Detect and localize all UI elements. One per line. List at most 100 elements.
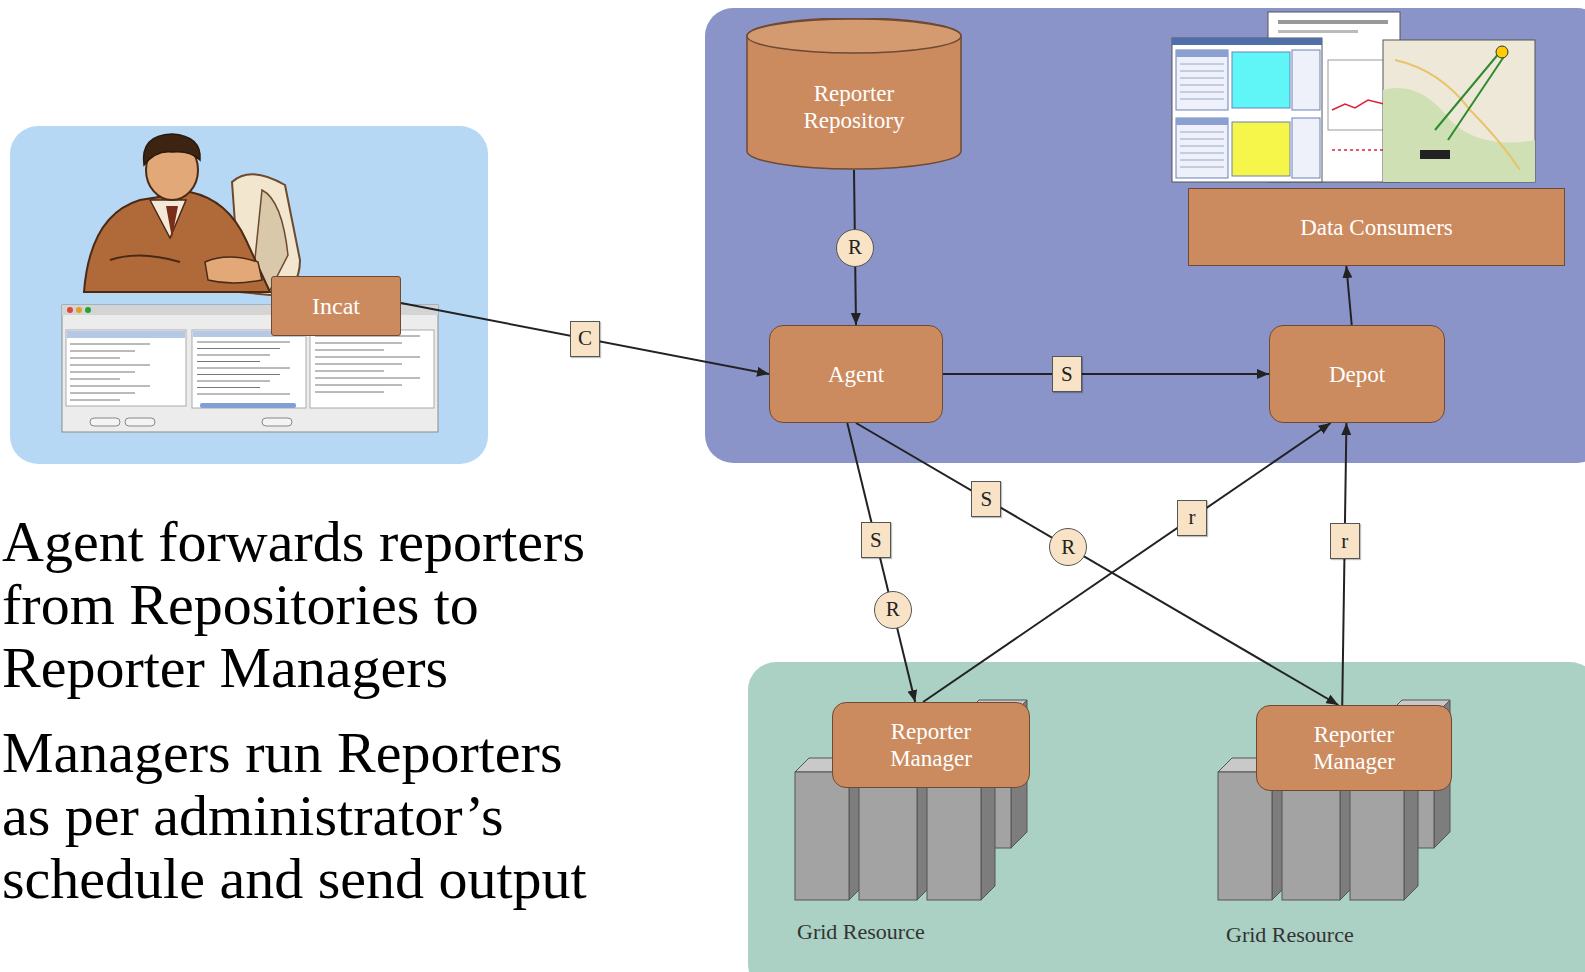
admin-window-screenshot	[197, 387, 260, 388]
report-screenshots	[1176, 50, 1228, 110]
report-screenshots	[1180, 64, 1224, 167]
admin-window-screenshot	[315, 357, 420, 358]
report-screenshots	[1180, 92, 1224, 93]
client-panel	[10, 126, 488, 464]
node-label: Agent	[828, 361, 884, 388]
report-screenshots	[1420, 150, 1450, 159]
admin-window-screenshot	[76, 307, 82, 313]
node-label: Incat	[312, 293, 360, 320]
client-panel	[10, 126, 488, 464]
server-panel	[705, 8, 1585, 463]
admin-window-screenshot	[67, 307, 73, 313]
administrator-figure	[166, 206, 178, 238]
administrator-figure	[84, 192, 270, 292]
report-screenshots	[1383, 40, 1535, 182]
node-label: Reporter Repository	[789, 80, 919, 134]
report-screenshots	[1180, 167, 1224, 168]
admin-window-screenshot	[200, 403, 296, 408]
message-note: r	[1177, 500, 1207, 536]
server-stack	[859, 778, 917, 900]
report-screenshots	[1176, 50, 1228, 57]
admin-window-screenshot	[197, 361, 260, 362]
server-stack	[795, 700, 1450, 900]
report-screenshots	[1278, 30, 1358, 33]
admin-window-screenshot	[315, 378, 420, 379]
connector-arrow	[1346, 266, 1351, 325]
administrator-figure	[205, 257, 262, 283]
message-note: S	[861, 522, 891, 558]
cylinder-body	[747, 18, 961, 169]
admin-window-screenshot	[197, 394, 290, 395]
admin-window-screenshot	[67, 331, 185, 338]
admin-window-screenshot	[315, 350, 384, 351]
admin-window-screenshot	[70, 393, 135, 394]
edge-token: R	[1049, 528, 1087, 566]
report-screenshots	[1292, 50, 1320, 110]
message-note: C	[570, 321, 600, 357]
admin-window-screenshot	[90, 418, 120, 426]
message-note: r	[1330, 523, 1360, 559]
report-screenshots	[1395, 60, 1520, 170]
server-stack	[795, 772, 849, 900]
admin-window-screenshot	[197, 355, 270, 356]
report-screenshots	[1496, 46, 1508, 58]
report-screenshots	[1180, 64, 1224, 65]
admin-window-screenshot	[125, 418, 155, 426]
administrator-figure	[150, 200, 186, 238]
connector-arrow	[401, 303, 769, 374]
admin-window-screenshot	[70, 365, 150, 366]
administrator-figure	[84, 134, 300, 295]
admin-window-screenshot	[70, 379, 120, 380]
server-stack	[1350, 778, 1404, 900]
report-screenshots	[1232, 52, 1290, 108]
admin-window-screenshot	[315, 343, 402, 344]
server-stack	[1218, 772, 1272, 900]
administrator-figure	[144, 134, 201, 165]
resource-caption: Grid Resource	[1226, 921, 1426, 949]
report-screenshots	[1180, 146, 1224, 147]
admin-window-screenshot	[70, 351, 135, 352]
report-screenshots	[1180, 71, 1224, 72]
process-box: Incat	[271, 276, 401, 336]
admin-window-screenshot	[85, 307, 91, 313]
grid-panel	[748, 662, 1585, 972]
report-screenshots	[1328, 60, 1388, 130]
report-screenshots	[1278, 20, 1388, 24]
admin-window-screenshot	[197, 368, 290, 369]
admin-window-screenshot	[197, 374, 280, 375]
admin-window-screenshot	[70, 344, 150, 345]
node-label: Reporter Manager	[876, 718, 986, 772]
node-label: Data Consumers	[1300, 214, 1453, 241]
report-screenshots	[1332, 149, 1386, 151]
report-screenshots	[1180, 160, 1224, 161]
report-screenshots	[1176, 118, 1228, 125]
admin-window-screenshot	[70, 358, 120, 359]
report-screenshots	[1292, 118, 1320, 178]
report-screenshots	[1435, 52, 1505, 140]
report-screenshots	[1180, 78, 1224, 79]
admin-window-screenshot	[70, 336, 420, 400]
admin-window-screenshot	[262, 418, 292, 426]
admin-window-screenshot	[197, 342, 290, 343]
process-box: Reporter Manager	[1256, 705, 1452, 791]
connector-arrow	[856, 423, 1338, 705]
grid-panel	[748, 662, 1585, 972]
server-stack	[1282, 778, 1340, 900]
node-label: Depot	[1329, 361, 1385, 388]
admin-window-screenshot	[197, 381, 270, 382]
admin-window-screenshot	[66, 330, 186, 406]
report-screenshots	[1332, 100, 1384, 110]
admin-window-screenshot	[197, 348, 280, 349]
report-screenshots	[1176, 118, 1228, 178]
cylinder-top	[747, 19, 961, 53]
process-box: Agent	[769, 325, 943, 423]
report-screenshots	[1232, 122, 1290, 176]
message-note: S	[1052, 356, 1082, 392]
admin-window-screenshot	[310, 330, 434, 408]
connector-arrow	[943, 373, 1269, 375]
connector-arrow	[1342, 423, 1346, 705]
connector-arrow	[923, 423, 1331, 702]
server-panel	[705, 8, 1585, 463]
connector-arrow	[847, 423, 915, 702]
